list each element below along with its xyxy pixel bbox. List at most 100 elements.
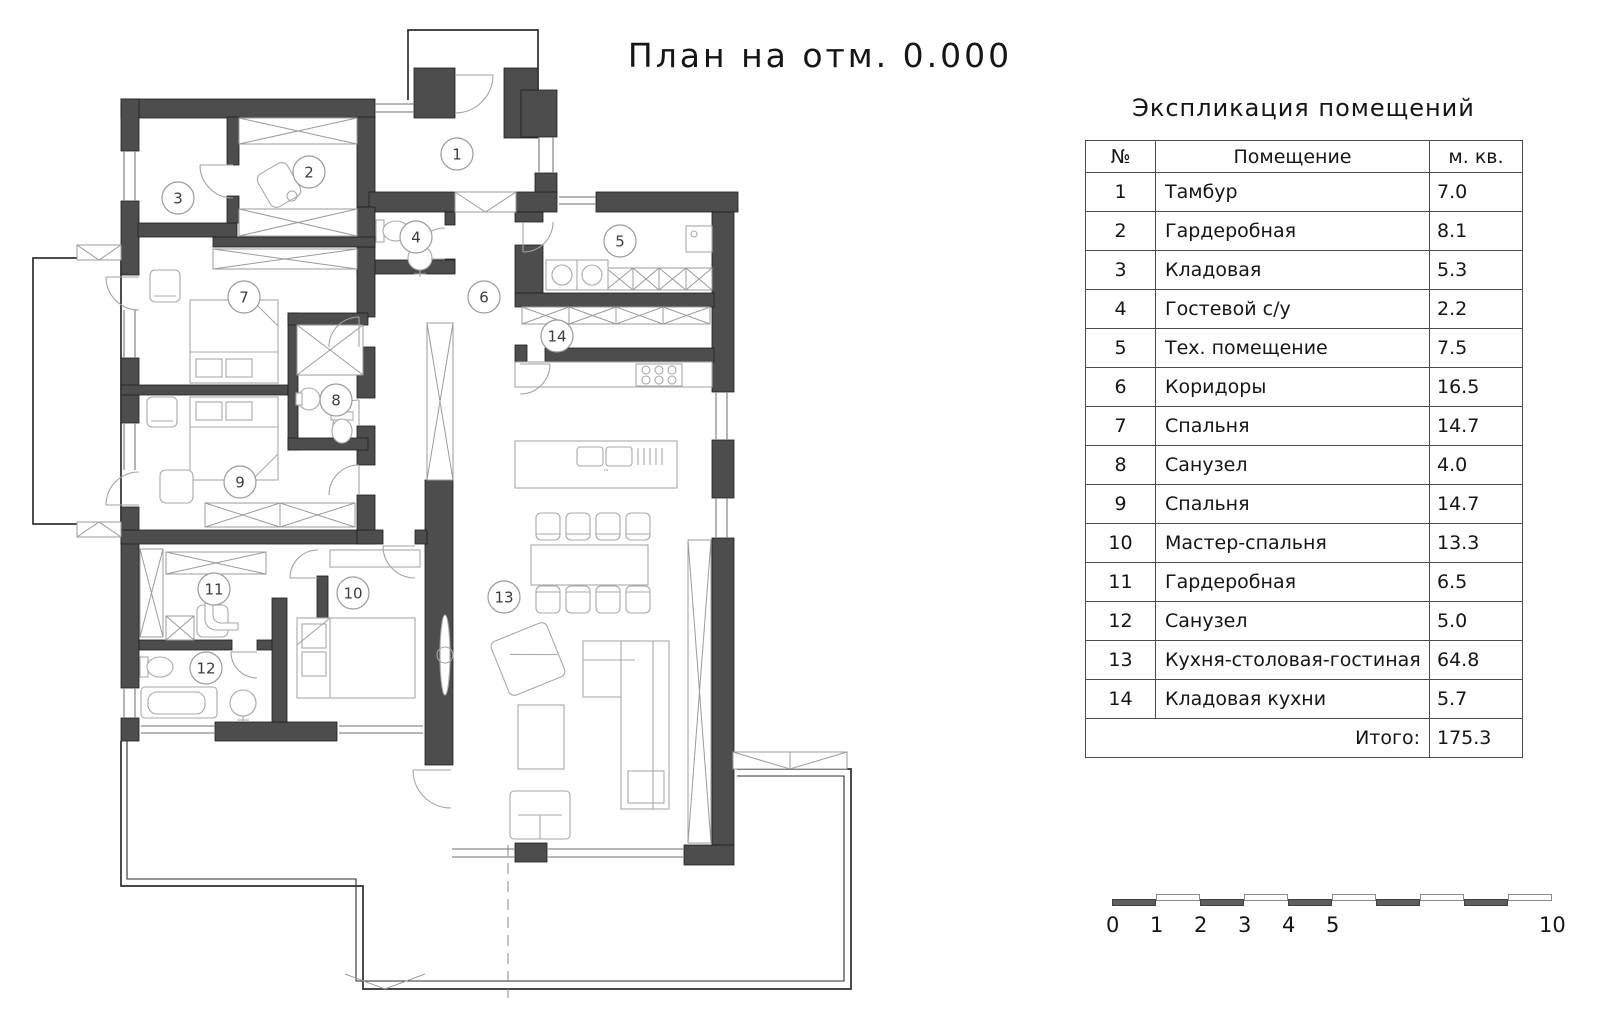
table-cell: 5.0 xyxy=(1429,601,1523,641)
table-cell: 12 xyxy=(1085,601,1156,641)
table-cell: 10 xyxy=(1085,523,1156,563)
scale-bar: 0 1 2 3 4 5 10 xyxy=(1106,894,1566,946)
scale-bar-label: 0 xyxy=(1106,913,1120,937)
room-marker xyxy=(292,155,326,189)
scale-bar-label: 10 xyxy=(1539,913,1566,937)
scale-bar-label: 4 xyxy=(1282,913,1296,937)
table-cell: 16.5 xyxy=(1429,367,1523,407)
table-cell: Санузел xyxy=(1155,445,1430,485)
drawing-title: План на отм. 0.000 xyxy=(627,36,1013,75)
table-cell: 64.8 xyxy=(1429,640,1523,680)
scale-bar-segment xyxy=(1288,899,1332,906)
scale-bar-label: 5 xyxy=(1326,913,1340,937)
table-cell: 14 xyxy=(1085,679,1156,719)
table-cell: Кладовая xyxy=(1155,250,1430,290)
total-label: Итого: xyxy=(1085,718,1430,758)
table-cell: 5 xyxy=(1085,328,1156,368)
room-marker xyxy=(197,572,231,606)
room-marker-number: 4 xyxy=(411,229,421,247)
room-marker-number: 13 xyxy=(494,589,513,607)
table-cell: 6 xyxy=(1085,367,1156,407)
table-cell: Гардеробная xyxy=(1155,211,1430,251)
room-marker-number: 3 xyxy=(173,190,183,208)
table-cell: 7.0 xyxy=(1429,172,1523,212)
room-marker xyxy=(487,580,521,614)
table-cell: 3 xyxy=(1085,250,1156,290)
hatch-group xyxy=(76,117,848,844)
table-cell: 6.5 xyxy=(1429,562,1523,602)
schedule-column-header: м. кв. xyxy=(1429,140,1523,173)
scale-bar-segment xyxy=(1244,894,1288,901)
table-cell: Спальня xyxy=(1155,406,1430,446)
room-marker xyxy=(319,383,353,417)
table-cell: 11 xyxy=(1085,562,1156,602)
scale-bar-segment xyxy=(1464,899,1508,906)
room-marker-number: 11 xyxy=(204,581,223,599)
table-cell: 7 xyxy=(1085,406,1156,446)
scale-bar-segment xyxy=(1420,894,1464,901)
table-cell: Коридоры xyxy=(1155,367,1430,407)
table-cell: 14.7 xyxy=(1429,484,1523,524)
table-cell: Тех. помещение xyxy=(1155,328,1430,368)
scale-bar-segment xyxy=(1200,899,1244,906)
scale-bar-segment xyxy=(1508,894,1552,901)
schedule-title: Экспликация помещений xyxy=(1132,94,1475,122)
table-cell: 5.7 xyxy=(1429,679,1523,719)
table-cell: 8.1 xyxy=(1429,211,1523,251)
scale-bar-segment xyxy=(1112,899,1156,906)
room-marker-number: 12 xyxy=(196,660,215,678)
table-cell: Санузел xyxy=(1155,601,1430,641)
room-marker-number: 2 xyxy=(304,164,314,182)
room-marker xyxy=(467,280,501,314)
table-cell: 14.7 xyxy=(1429,406,1523,446)
entrance-porch xyxy=(407,29,539,139)
walls-group xyxy=(120,89,739,866)
table-total-row: Итого:175.3 xyxy=(1085,718,1523,758)
table-cell: Тамбур xyxy=(1155,172,1430,212)
windows-group xyxy=(123,103,728,858)
scale-bar-label: 1 xyxy=(1150,913,1164,937)
room-marker-number: 14 xyxy=(547,328,566,346)
table-cell: Гардеробная xyxy=(1155,562,1430,602)
room-marker xyxy=(336,576,370,610)
room-marker-number: 6 xyxy=(479,289,489,307)
scale-bar-label: 3 xyxy=(1238,913,1252,937)
table-cell: Спальня xyxy=(1155,484,1430,524)
table-cell: 4.0 xyxy=(1429,445,1523,485)
table-cell: 2 xyxy=(1085,211,1156,251)
table-cell: 5.3 xyxy=(1429,250,1523,290)
table-cell: Мастер-спальня xyxy=(1155,523,1430,563)
room-marker xyxy=(161,181,195,215)
scale-bar-segment xyxy=(1332,894,1376,901)
scale-bar-segment xyxy=(1376,899,1420,906)
table-cell: 1 xyxy=(1085,172,1156,212)
room-marker xyxy=(540,319,574,353)
scale-bar-segment xyxy=(1156,894,1200,901)
table-cell: 13.3 xyxy=(1429,523,1523,563)
scale-bar-label: 2 xyxy=(1194,913,1208,937)
table-cell: 7.5 xyxy=(1429,328,1523,368)
table-cell: Гостевой с/у xyxy=(1155,289,1430,329)
schedule-column-header: Помещение xyxy=(1155,140,1430,173)
room-marker-number: 9 xyxy=(235,474,245,492)
room-marker xyxy=(223,465,257,499)
furniture-group xyxy=(139,162,713,840)
schedule-column-header: № xyxy=(1085,140,1156,173)
room-marker-number: 10 xyxy=(343,585,362,603)
